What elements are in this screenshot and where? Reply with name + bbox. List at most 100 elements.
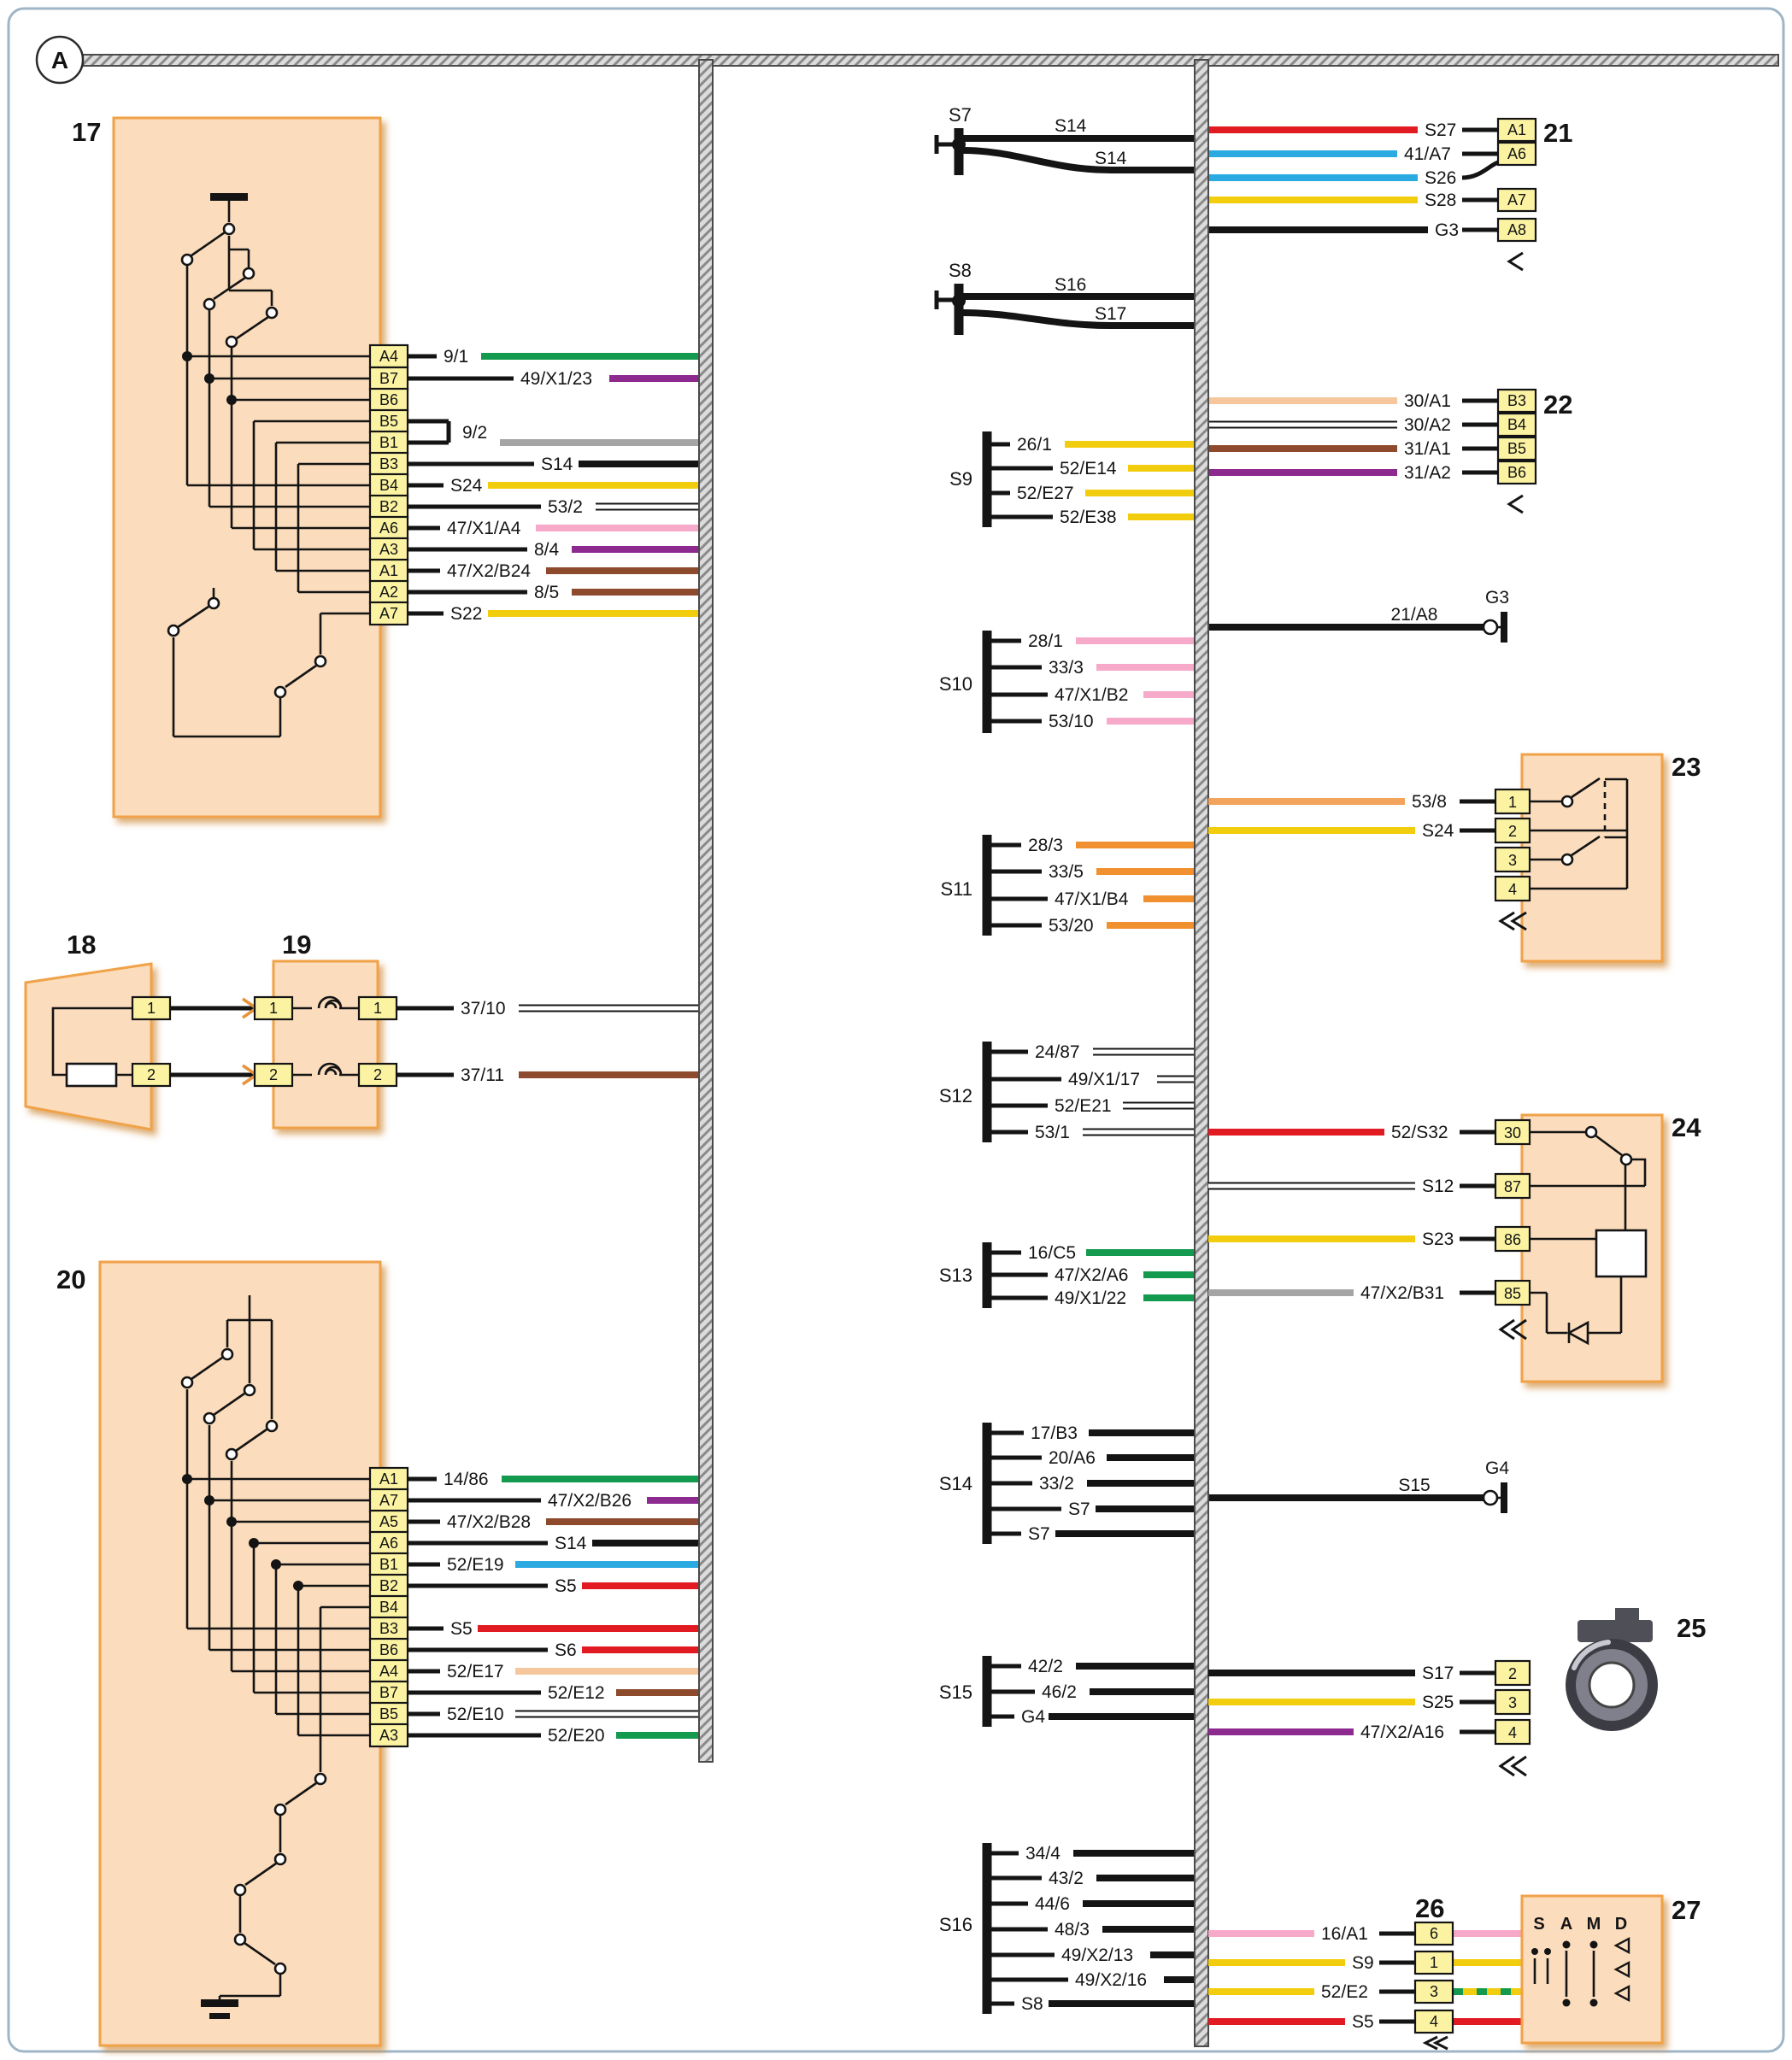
component-24-internal-circuit xyxy=(1530,1125,1648,1346)
wire-label: S25 xyxy=(1422,1693,1454,1712)
wire-label: 21/A8 xyxy=(1391,605,1438,625)
wire-label: 16/A1 xyxy=(1321,1924,1368,1944)
wire-label: 52/S32 xyxy=(1391,1123,1448,1142)
pin xyxy=(368,1723,409,1748)
pin-label: 2 xyxy=(1508,1665,1517,1682)
pin xyxy=(253,995,294,1021)
page-border xyxy=(7,7,1785,2053)
pin-label: A3 xyxy=(379,1727,398,1744)
wire-label: 47/X2/B26 xyxy=(548,1491,632,1511)
pin-label: B1 xyxy=(379,1556,398,1573)
wire-label: 31/A2 xyxy=(1404,463,1451,483)
pin-label: 2 xyxy=(147,1066,156,1083)
pin-label: A1 xyxy=(379,562,398,579)
wire-label: 53/20 xyxy=(1049,916,1094,936)
pin-label: 1 xyxy=(147,1000,156,1017)
splice-s7: S7 S14 S14 xyxy=(934,104,1195,175)
wire-label: S16 xyxy=(1055,275,1086,295)
splice-label: S12 xyxy=(939,1085,972,1106)
component-17-wires: 9/1 49/X1/23 9/2 S14 S24 53/2 47/X1/A4 8… xyxy=(408,347,699,624)
wire-label: 49/X1/17 xyxy=(1068,1070,1140,1089)
wire-label: 9/2 xyxy=(462,423,487,443)
pin-label: 86 xyxy=(1504,1231,1521,1248)
component-18-body xyxy=(24,962,153,1131)
pin xyxy=(1496,412,1537,437)
pin xyxy=(1494,875,1531,902)
filament-icon xyxy=(317,1062,343,1076)
component-17-number: 17 xyxy=(72,117,101,147)
component-24: 52/S32 S12 S23 47/X2/B31 30 87 86 85 24 xyxy=(1208,1112,1701,1383)
pin xyxy=(1494,1688,1531,1716)
wire-label: 52/E38 xyxy=(1060,508,1117,527)
filament-icon xyxy=(317,995,343,1009)
pin xyxy=(357,995,398,1021)
wire-label: S14 xyxy=(1095,149,1127,168)
pin-label: A6 xyxy=(379,1535,398,1552)
component-26-number: 26 xyxy=(1415,1893,1444,1923)
pin-label: B6 xyxy=(1507,464,1526,481)
pin-label: A1 xyxy=(379,1470,398,1488)
wire-label: 31/A1 xyxy=(1404,439,1451,459)
wire-label: S27 xyxy=(1425,120,1456,140)
pin-label: B2 xyxy=(379,1577,398,1594)
component-17-body xyxy=(112,116,382,819)
splice-label: S10 xyxy=(939,673,972,695)
wire-label: 52/E17 xyxy=(447,1662,504,1681)
component-23-body xyxy=(1520,753,1664,963)
relay-coil-symbol xyxy=(1595,1229,1648,1278)
component-23-number: 23 xyxy=(1672,752,1701,782)
pin xyxy=(1496,141,1537,167)
pin-label: 4 xyxy=(1430,2013,1438,2030)
component-18-number: 18 xyxy=(67,930,96,960)
pin-label: 1 xyxy=(1430,1954,1438,1971)
wire-label: 49/X1/22 xyxy=(1055,1288,1126,1308)
splice-label: S15 xyxy=(939,1681,972,1703)
splice-s16: S16 34/4 43/2 44/6 48/3 49/X2/13 49/X2/1… xyxy=(939,1843,1195,2014)
pin xyxy=(368,387,409,413)
wire-label: 26/1 xyxy=(1017,435,1052,455)
pin-label: B5 xyxy=(379,413,398,430)
pin xyxy=(1494,817,1531,844)
wire-label: S17 xyxy=(1095,304,1126,324)
pin xyxy=(1496,460,1537,485)
pin-label: B6 xyxy=(379,1641,398,1658)
component-26: 16/A1 S9 52/E2 S5 6 1 3 4 26 xyxy=(1208,1893,1522,2051)
wire-label: 47/X2/A16 xyxy=(1360,1723,1444,1742)
wire-label: 52/E19 xyxy=(447,1555,504,1575)
splice-label: S14 xyxy=(939,1473,972,1494)
component-25: S17 S25 47/X2/A16 2 3 4 25 xyxy=(1208,1608,1706,1777)
pin-label: B3 xyxy=(379,455,398,472)
wire-label: 48/3 xyxy=(1055,1920,1090,1940)
wire-label: 33/2 xyxy=(1039,1474,1074,1494)
connector-mark xyxy=(1507,251,1524,272)
component-19-number: 19 xyxy=(282,930,311,960)
component-27: 27 S A M D xyxy=(1520,1894,1701,2045)
pin-label: 1 xyxy=(1508,794,1517,811)
pin xyxy=(1496,117,1537,143)
diode-symbol xyxy=(1566,1320,1589,1346)
pin xyxy=(368,579,409,605)
pin xyxy=(1496,436,1537,461)
wire-label: 28/1 xyxy=(1028,631,1063,651)
pin-label: B1 xyxy=(379,434,398,451)
wire-label: 47/X2/B28 xyxy=(447,1512,531,1532)
splice-s13: S13 16/C5 47/X2/A6 49/X1/22 xyxy=(939,1242,1195,1308)
pin-label: 3 xyxy=(1508,852,1517,869)
selector-letter: D xyxy=(1615,1915,1627,1934)
component-21: S27 41/A7 S26 S28 G3 A1 A6 A7 A8 21 xyxy=(1208,117,1572,272)
pin xyxy=(357,1062,398,1088)
wire-label: S22 xyxy=(450,604,482,624)
pin xyxy=(1496,217,1537,243)
wire-label: 53/8 xyxy=(1412,792,1447,812)
wire-label: 47/X2/A6 xyxy=(1055,1265,1128,1285)
wire-label: 8/5 xyxy=(534,583,559,602)
wire-label: 37/10 xyxy=(461,999,506,1018)
component-23-internal-circuit xyxy=(1530,777,1629,890)
component-19-wires: 37/10 37/11 xyxy=(397,999,699,1085)
pin xyxy=(368,366,409,391)
component-19-body xyxy=(272,960,379,1130)
wire-label: 9/1 xyxy=(444,347,468,367)
pin-label: A6 xyxy=(1507,145,1526,162)
